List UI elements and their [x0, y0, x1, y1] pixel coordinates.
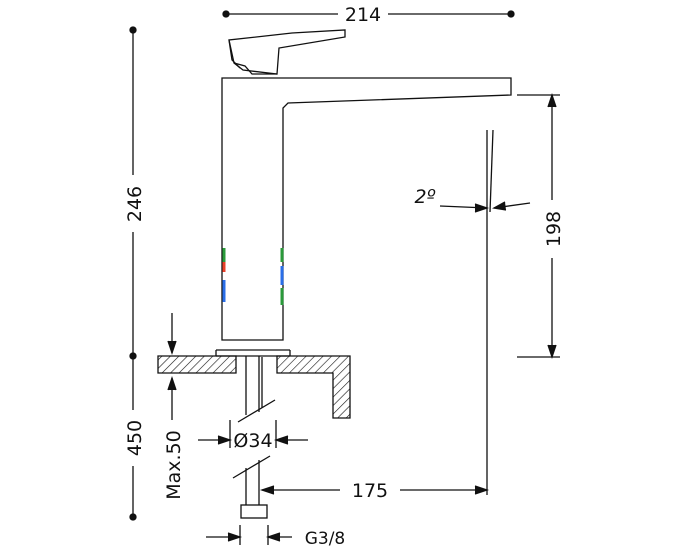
- dim-overall-width: [222, 10, 515, 18]
- label-overall-height: 246: [124, 186, 146, 222]
- faucet-body: [215, 77, 512, 357]
- temperature-indicators: [222, 248, 284, 305]
- dim-hose-length: [129, 356, 137, 521]
- label-spout-height: 198: [543, 211, 565, 247]
- dim-reach: [259, 485, 490, 495]
- label-hose-length: 450: [124, 420, 146, 456]
- label-max-thickness: Max.50: [163, 430, 185, 500]
- dim-spout-height: [517, 92, 560, 360]
- supply-tube: [232, 356, 276, 519]
- label-hole-diameter: Ø34: [233, 430, 272, 452]
- label-reach: 175: [352, 480, 388, 502]
- dim-max-thickness: [167, 313, 177, 420]
- dim-thread: [206, 525, 292, 545]
- label-overall-width: 214: [345, 4, 381, 26]
- water-stream-line: [486, 129, 494, 495]
- dim-spout-angle: [439, 201, 531, 213]
- label-spout-angle: 2º: [414, 186, 435, 208]
- countertop: [157, 355, 351, 419]
- faucet-handle: [228, 29, 346, 75]
- dim-hole-diameter: [198, 420, 308, 448]
- label-thread: G3/8: [305, 529, 346, 549]
